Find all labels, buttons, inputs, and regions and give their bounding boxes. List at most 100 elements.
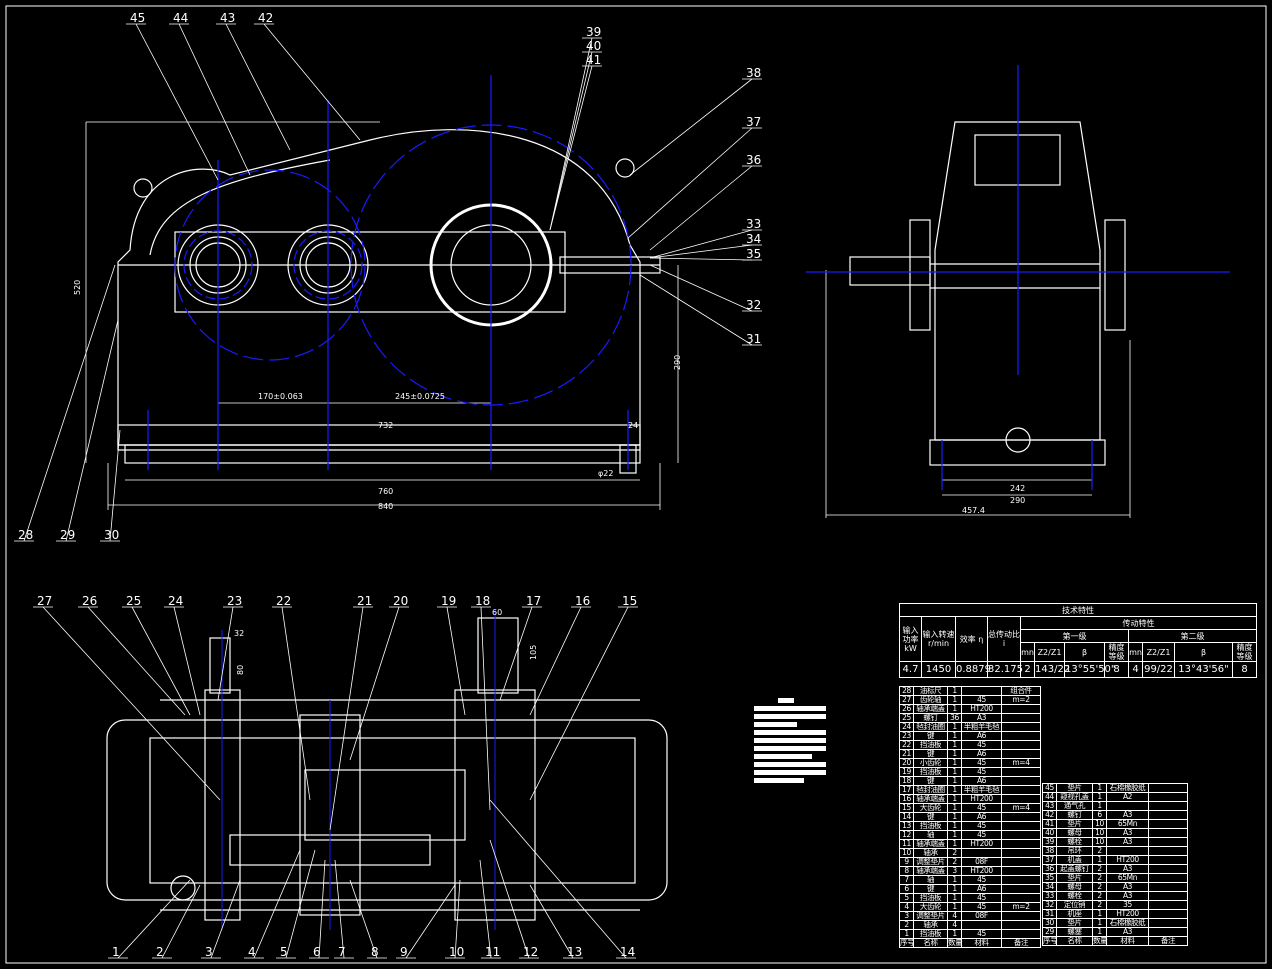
parts-header-note: 备注 bbox=[1148, 936, 1188, 946]
spec-ratio: 32.175 bbox=[987, 661, 1023, 678]
leader-line bbox=[23, 264, 116, 542]
side-view bbox=[825, 121, 1131, 518]
part-note bbox=[1148, 810, 1188, 820]
leader-line bbox=[529, 884, 574, 959]
part-note bbox=[1148, 828, 1188, 838]
callout-number: 3 bbox=[205, 945, 213, 959]
dimension-overall-length: 840 bbox=[378, 502, 393, 511]
leader-line bbox=[87, 606, 186, 716]
leader-line bbox=[649, 257, 753, 261]
callout-number: 6 bbox=[313, 945, 321, 959]
callout-number: 15 bbox=[622, 594, 637, 608]
callout-number: 41 bbox=[586, 53, 601, 67]
spec-h-power: 输入功率 kW bbox=[899, 616, 922, 662]
leader-line bbox=[529, 606, 629, 801]
callout-number: 31 bbox=[746, 332, 761, 346]
leader-line bbox=[454, 879, 461, 959]
leader-line bbox=[334, 859, 345, 959]
callout-number: 39 bbox=[586, 25, 601, 39]
part-note bbox=[1148, 864, 1188, 874]
spec-h-z1: Z2/Z1 bbox=[1034, 642, 1065, 662]
parts-header-no: 序号 bbox=[899, 938, 915, 948]
callout-number: 26 bbox=[82, 594, 97, 608]
spec-h-grade2: 精度等级 bbox=[1231, 642, 1258, 662]
dimension-center-dist-1: 170±0.063 bbox=[258, 392, 303, 401]
leader-line bbox=[349, 606, 400, 761]
callout-number: 7 bbox=[338, 945, 346, 959]
spec-z1: 143/22 bbox=[1034, 661, 1070, 678]
callout-number: 42 bbox=[258, 11, 273, 25]
part-note bbox=[1001, 911, 1041, 921]
leader-line bbox=[549, 65, 593, 231]
leader-line bbox=[225, 23, 291, 151]
part-note bbox=[1001, 839, 1041, 849]
callout-number: 18 bbox=[475, 594, 490, 608]
callout-number: 11 bbox=[485, 945, 500, 959]
dimension-shaft-out-len: 105 bbox=[529, 645, 538, 660]
callout-number: 21 bbox=[357, 594, 372, 608]
part-note bbox=[1148, 900, 1188, 910]
leader-line bbox=[210, 879, 241, 959]
dimension-side-width: 290 bbox=[1010, 496, 1025, 505]
technical-requirements-notes bbox=[754, 695, 826, 786]
part-note bbox=[1148, 882, 1188, 892]
callout-number: 12 bbox=[523, 945, 538, 959]
callout-number: 27 bbox=[37, 594, 52, 608]
dimension-front-height: 520 bbox=[73, 280, 82, 295]
leader-line bbox=[329, 606, 364, 831]
callout-number: 14 bbox=[620, 945, 635, 959]
part-note bbox=[1001, 857, 1041, 867]
parts-header-name: 名称 bbox=[1056, 936, 1093, 946]
leader-line bbox=[253, 849, 301, 959]
dimension-shaft-in-dia: 32 bbox=[234, 629, 244, 638]
leader-line bbox=[161, 884, 201, 959]
part-material: 08F bbox=[961, 911, 1002, 921]
callout-number: 22 bbox=[276, 594, 291, 608]
callout-number: 13 bbox=[567, 945, 582, 959]
leader-line bbox=[649, 244, 753, 259]
part-note bbox=[1148, 819, 1188, 829]
leader-line bbox=[42, 606, 221, 801]
spec-h-z2: Z2/Z1 bbox=[1142, 642, 1175, 662]
part-note bbox=[1001, 767, 1041, 777]
leader-line bbox=[549, 37, 593, 231]
part-note bbox=[1001, 722, 1041, 732]
callout-number: 20 bbox=[393, 594, 408, 608]
plan-view bbox=[106, 617, 668, 921]
callout-number: 16 bbox=[575, 594, 590, 608]
callout-number: 33 bbox=[746, 217, 761, 231]
leader-line bbox=[117, 879, 191, 959]
callout-number: 37 bbox=[746, 115, 761, 129]
part-note bbox=[1001, 830, 1041, 840]
callout-number: 30 bbox=[104, 528, 119, 542]
spec-beta1: 13°55'50" bbox=[1064, 661, 1116, 678]
dimension-side-bolt: 242 bbox=[1010, 484, 1025, 493]
callout-number: 9 bbox=[400, 945, 408, 959]
part-note bbox=[1148, 801, 1188, 811]
part-note bbox=[1148, 891, 1188, 901]
leader-line bbox=[173, 606, 201, 716]
part-note bbox=[1148, 783, 1188, 793]
parts-header-no: 序号 bbox=[1042, 936, 1058, 946]
dimension-flange: 24 bbox=[628, 421, 638, 430]
front-view bbox=[85, 121, 679, 510]
leader-line bbox=[263, 23, 361, 141]
drawing-border bbox=[5, 5, 1267, 964]
dimension-base-inner: 732 bbox=[378, 421, 393, 430]
leader-line bbox=[349, 879, 378, 959]
parts-header-row: 序号名称数量材料备注 bbox=[899, 938, 1041, 948]
leader-line bbox=[217, 606, 234, 701]
spec-speed: 1450 bbox=[921, 661, 956, 678]
